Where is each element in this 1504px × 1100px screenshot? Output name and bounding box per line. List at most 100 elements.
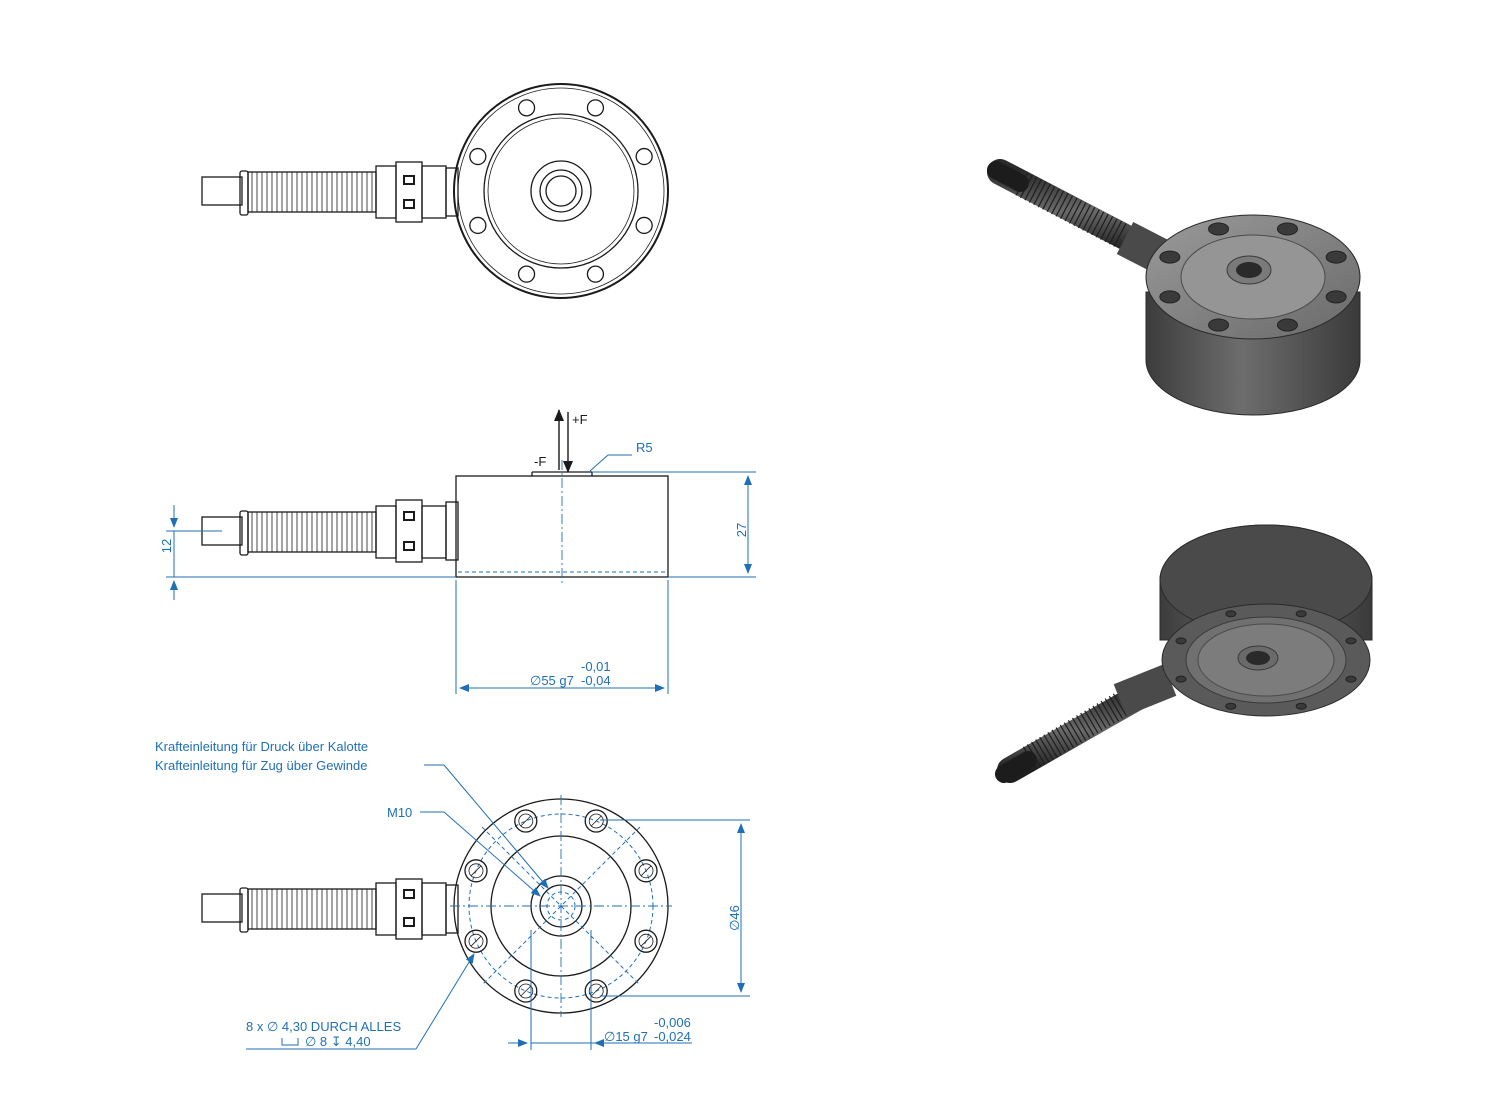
force-arrows: +F -F <box>534 409 588 473</box>
render-cable-rib <box>1104 218 1118 243</box>
hub-diameter-tol-upper: -0,006 <box>654 1015 691 1030</box>
note-tension: Krafteinleitung für Zug über Gewinde <box>155 758 367 773</box>
render-cable-rib <box>1084 710 1099 734</box>
render-cable-rib <box>1031 741 1046 765</box>
render-cable-rib <box>1071 717 1087 741</box>
render-bolt-hole <box>1345 637 1357 645</box>
render-cable-rib <box>1100 216 1114 240</box>
bolt-hole <box>517 99 536 117</box>
render-cable-rib <box>1104 698 1119 722</box>
render-cable-rib <box>1024 176 1038 201</box>
bolt-hole <box>469 216 487 235</box>
render-cable-rib <box>1026 744 1042 768</box>
hub-diameter-text: ∅15 g7 <box>604 1029 648 1044</box>
cable-side-view <box>201 499 459 563</box>
dimension-bolt-circle: ∅46 <box>600 819 750 997</box>
render-cable-rib <box>1077 204 1091 229</box>
render-cable-rib <box>1109 220 1123 245</box>
thread-hole <box>1236 262 1262 278</box>
render-cable-rib <box>1039 736 1054 760</box>
bolt-hole <box>584 979 608 1003</box>
render-cable-rib <box>1015 172 1029 196</box>
render-bolt-hole <box>1276 318 1298 332</box>
render-bolt-hole <box>1208 318 1230 332</box>
render-cable-rib <box>1092 705 1107 729</box>
render-cable-rib <box>1113 223 1127 247</box>
bolt-hole <box>586 99 605 117</box>
bolt-hole <box>635 147 653 166</box>
bolt-hole <box>634 929 658 953</box>
side-view: +F -F R5 27 12 ∅55 g7 -0,01 <box>159 409 756 694</box>
render-iso-bottom <box>995 524 1373 783</box>
plus-force-label: +F <box>572 412 588 427</box>
render-cable-rib <box>1073 202 1087 226</box>
render-cable-rib <box>1091 211 1105 236</box>
render-cable-rib <box>1059 724 1074 748</box>
render-cable-rib <box>1037 183 1051 208</box>
counterbore-text: ∅ 8 ↧ 4,40 <box>305 1034 371 1049</box>
height-dimension-text: 27 <box>734 523 749 537</box>
hole-callout-text: 8 x ∅ 4,30 DURCH ALLES <box>246 1019 401 1034</box>
render-bolt-hole <box>1225 610 1237 618</box>
cable-bottom-view <box>201 878 459 940</box>
render-bolt-hole <box>1175 675 1187 683</box>
bolt-hole <box>635 216 653 235</box>
cable-height-dimension-text: 12 <box>159 539 174 553</box>
render-cable-rib <box>1055 193 1069 217</box>
render-cable-rib <box>1067 719 1083 744</box>
note-pressure: Krafteinleitung für Druck über Kalotte <box>155 739 368 754</box>
render-cable-rib <box>1100 700 1115 724</box>
render-bolt-hole <box>1208 222 1230 236</box>
render-cable-rib <box>1033 181 1047 206</box>
bolt-hole <box>517 265 536 283</box>
bolt-hole <box>464 859 488 883</box>
render-cable-rib <box>1055 727 1070 751</box>
dimension-hub-diameter: ∅15 g7 -0,006 -0,024 <box>508 930 692 1050</box>
bolt-hole <box>514 809 538 833</box>
render-bolt-hole <box>1295 610 1307 618</box>
note-leaders: Krafteinleitung für Druck über Kalotte K… <box>155 739 549 897</box>
render-bolt-hole <box>1175 637 1187 645</box>
render-cable-rib <box>1042 186 1056 210</box>
bolt-hole <box>464 929 488 953</box>
main-diameter-tol-lower: -0,04 <box>581 673 611 688</box>
render-cable-rib <box>1063 722 1079 746</box>
render-bolt-hole <box>1295 702 1307 710</box>
dimension-height: 27 <box>592 471 756 578</box>
top-view <box>201 83 669 299</box>
render-cable-rib <box>1047 732 1062 756</box>
render-bolt-hole <box>1325 250 1347 264</box>
thread-label: M10 <box>387 805 412 820</box>
bolt-hole <box>514 979 538 1003</box>
main-diameter-tol-upper: -0,01 <box>581 659 611 674</box>
render-bolt-hole <box>1325 290 1347 304</box>
render-bolt-hole <box>1159 250 1181 264</box>
render-cable-rib <box>1035 739 1050 763</box>
load-cell-top <box>453 83 669 299</box>
render-cable-rib <box>1046 188 1060 213</box>
render-cable-rib <box>1068 200 1082 224</box>
cable-render-top <box>987 159 1169 273</box>
cable-render-bottom <box>995 664 1177 783</box>
bolt-hole <box>586 265 605 283</box>
render-iso-top <box>987 159 1361 416</box>
render-cable-rib <box>1028 179 1042 203</box>
render-bolt-hole <box>1345 675 1357 683</box>
render-cable-rib <box>1080 712 1095 736</box>
dimension-diameter-main: ∅55 g7 -0,01 -0,04 <box>455 580 669 694</box>
bottom-view: Krafteinleitung für Druck über Kalotte K… <box>155 739 750 1050</box>
render-cable-rib <box>1088 707 1103 731</box>
render-cable-rib <box>1076 715 1091 739</box>
render-cable-rib <box>1051 729 1066 753</box>
render-bolt-hole <box>1225 702 1237 710</box>
minus-force-label: -F <box>534 454 546 469</box>
render-cable-rib <box>1051 190 1065 215</box>
bolt-hole <box>469 147 487 166</box>
cable-top-view <box>201 161 459 223</box>
bolt-hole <box>584 809 608 833</box>
hole-callout: 8 x ∅ 4,30 DURCH ALLES ∅ 8 ↧ 4,40 <box>246 953 475 1050</box>
radius-label: R5 <box>636 440 653 455</box>
render-cable-rib <box>1095 213 1109 238</box>
bolt-circle-text: ∅46 <box>727 905 742 931</box>
